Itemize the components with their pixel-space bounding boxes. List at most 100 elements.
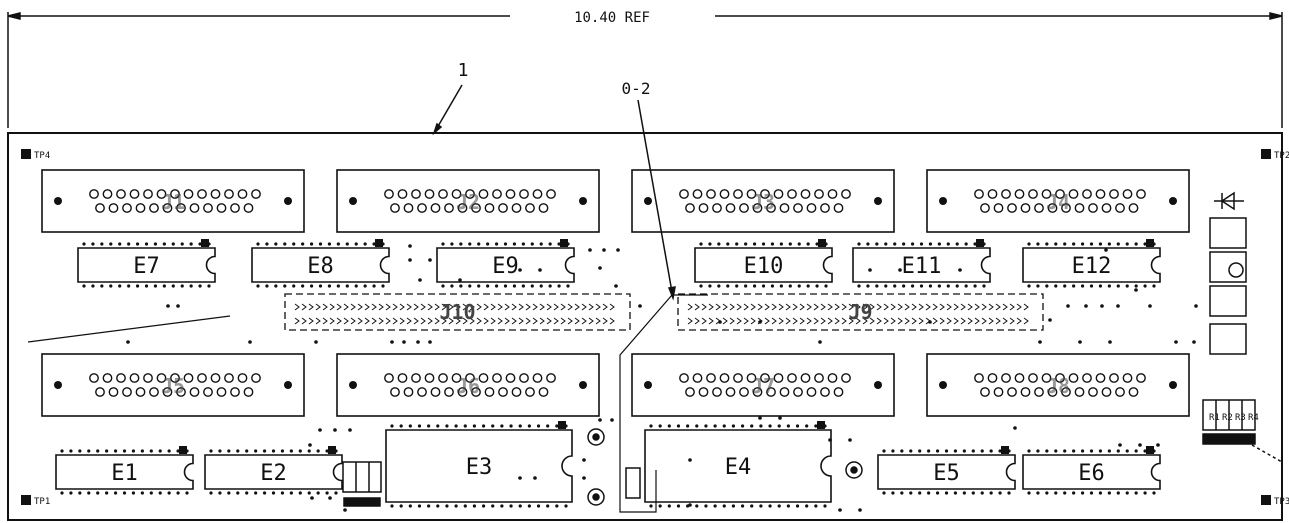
connector-j4: J4 — [926, 169, 1190, 233]
test-point-tp3: TP3 — [1261, 495, 1289, 507]
header-label: J10 — [439, 300, 475, 324]
via-dot — [418, 278, 422, 282]
via-dots — [126, 244, 1198, 512]
connector-j7: J7 — [631, 353, 895, 417]
via-dot — [314, 340, 318, 344]
connector-label: J8 — [1046, 374, 1070, 398]
via-dot — [848, 438, 852, 442]
via-dot — [1148, 304, 1152, 308]
via-dot — [758, 416, 762, 420]
callout-1-label: 1 — [458, 60, 469, 81]
resistor-label: R3 — [1235, 413, 1246, 423]
via-dot — [328, 496, 332, 500]
via-dot — [828, 438, 832, 442]
via-dot — [598, 418, 602, 422]
via-dot — [166, 304, 170, 308]
connector-label: J3 — [751, 190, 775, 214]
via-dot — [416, 340, 420, 344]
header-j9: J9 — [677, 293, 1044, 331]
connector-label: J4 — [1046, 190, 1070, 214]
chip-e8: E8 — [251, 239, 390, 288]
mounting-hole — [587, 488, 605, 506]
via-dot — [1134, 288, 1138, 292]
resistor-pair-pads — [343, 497, 381, 507]
chip-e5: E5 — [877, 446, 1016, 495]
chip-e11: E11 — [852, 239, 991, 288]
via-dot — [428, 258, 432, 262]
via-dot — [518, 476, 522, 480]
chip-e7: E7 — [77, 239, 216, 288]
dimension-arrow-left — [7, 12, 21, 20]
via-dot — [1078, 340, 1082, 344]
diagonal-line — [27, 315, 231, 343]
callout-0-2-arrow — [667, 286, 676, 301]
via-dot — [248, 340, 252, 344]
via-dot — [758, 320, 762, 324]
board-outline — [7, 132, 1283, 521]
leader-dashed-right — [1251, 444, 1283, 463]
via-dot — [818, 340, 822, 344]
chip-label: E6 — [1078, 461, 1105, 486]
via-dot — [1108, 340, 1112, 344]
via-dot — [598, 266, 602, 270]
via-dot — [582, 476, 586, 480]
via-dot — [898, 268, 902, 272]
via-dot — [1084, 304, 1088, 308]
chip-label: E12 — [1072, 254, 1112, 279]
via-dot — [533, 476, 537, 480]
via-dot — [1048, 318, 1052, 322]
via-dot — [928, 320, 932, 324]
test-point-tp2: TP2 — [1261, 149, 1289, 161]
via-dot — [458, 278, 462, 282]
chip-label: E3 — [466, 455, 493, 480]
via-dot — [538, 268, 542, 272]
dimension-label: 10.40 REF — [574, 10, 650, 26]
via-dot — [428, 340, 432, 344]
connector-j1: J1 — [41, 169, 305, 233]
via-dot — [778, 416, 782, 420]
resistor-label: R2 — [1222, 413, 1233, 423]
via-dot — [308, 443, 312, 447]
chip-e4: E4 — [644, 421, 832, 508]
via-dot — [408, 258, 412, 262]
via-dot — [126, 340, 130, 344]
via-dot — [610, 418, 614, 422]
header-j10: J10 — [284, 293, 631, 331]
resistor-network-pads — [1202, 433, 1256, 445]
via-dot — [390, 340, 394, 344]
connector-label: J7 — [751, 374, 775, 398]
chip-label: E2 — [260, 461, 287, 486]
via-dot — [688, 458, 692, 462]
test-point-label: TP1 — [34, 497, 50, 507]
test-point-tp4: TP4 — [21, 149, 50, 161]
callout-0-2-label: 0-2 — [622, 79, 651, 98]
via-dot — [402, 340, 406, 344]
resistor-label: R1 — [1209, 413, 1220, 423]
callout-0-2-leader — [637, 99, 673, 293]
mounting-hole — [845, 461, 863, 479]
chip-e2: E2 — [204, 446, 343, 495]
header-label: J9 — [848, 300, 872, 324]
resistor-label: R4 — [1248, 413, 1259, 423]
via-dot — [1100, 304, 1104, 308]
via-dot — [1194, 304, 1198, 308]
chip-label: E10 — [744, 254, 784, 279]
via-dot — [176, 304, 180, 308]
diode-block-1 — [1209, 217, 1247, 249]
via-dot — [838, 508, 842, 512]
via-dot — [958, 268, 962, 272]
via-dot — [1066, 304, 1070, 308]
via-dot — [348, 428, 352, 432]
small-component — [625, 467, 641, 499]
connector-label: J1 — [161, 190, 185, 214]
chip-e6: E6 — [1022, 446, 1161, 495]
diode-icon — [1214, 191, 1244, 211]
chip-label: E5 — [933, 461, 960, 486]
via-dot — [1192, 340, 1196, 344]
chip-e3: E3 — [385, 421, 573, 508]
via-dot — [1138, 443, 1142, 447]
chip-label: E7 — [133, 254, 160, 279]
